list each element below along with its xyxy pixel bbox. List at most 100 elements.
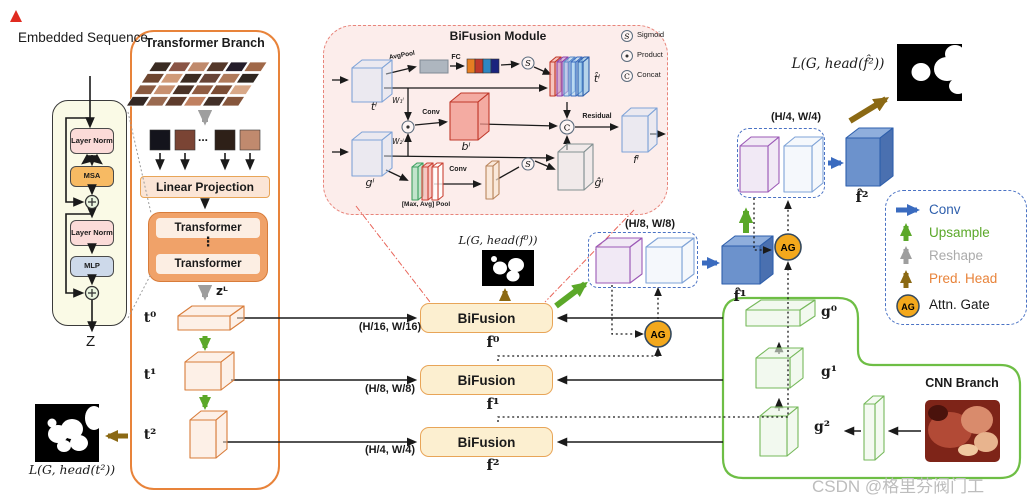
t0-label: t⁰ <box>143 310 157 326</box>
ti-label: tⁱ <box>370 100 378 113</box>
that-label: t̂ⁱ <box>593 72 601 85</box>
f1-label: f¹ <box>486 395 500 413</box>
h8-feature-dashed-box <box>588 232 698 288</box>
module-ti-cube <box>351 59 393 103</box>
w1-label: W₁ⁱ <box>392 96 404 105</box>
linear-projection-box: Linear Projection <box>140 176 270 198</box>
vit-zoom-connectors <box>127 111 152 319</box>
t2-label: t² <box>143 427 157 443</box>
legend-box <box>885 190 1027 325</box>
bifusion-label-1: BiFusion <box>457 372 516 388</box>
module-arrows <box>332 60 666 188</box>
mask-f0-image <box>482 250 534 286</box>
bi-label: bⁱ <box>461 140 471 153</box>
module-fi-cube <box>621 107 658 153</box>
size-label-h16: (H/16, W/16) <box>358 321 422 333</box>
loss-f2hat-label: L(G, head(f̂²)) <box>791 56 885 72</box>
patch-arrows <box>155 153 255 210</box>
layer-norm1-box: Layer Norm <box>70 128 114 154</box>
t1-cube <box>184 351 235 391</box>
concat-letter: C <box>564 124 571 134</box>
linear-projection-label: Linear Projection <box>155 180 255 194</box>
module-bi-cube <box>449 92 490 141</box>
g2-label: g² <box>814 419 830 435</box>
module-ghat-cube <box>557 143 594 191</box>
size-label-h8: (H/8, W/8) <box>364 383 416 395</box>
gi-label: gⁱ <box>365 176 375 189</box>
patch-row <box>149 129 261 151</box>
transformer-stack-dots: ⋮ <box>201 234 215 249</box>
legend-concat-letter: C <box>624 72 630 81</box>
cnn-stem-slab <box>863 395 885 461</box>
fc-label: FC <box>451 54 461 61</box>
bifusion-box-0: BiFusion <box>420 303 553 333</box>
t0-cube <box>177 305 245 331</box>
fhat2-cube <box>845 127 894 187</box>
h8-size-label: (H/8, W/8) <box>624 218 676 230</box>
pred-head-f2hat <box>848 96 890 124</box>
h4-size-label: (H/4, W/4) <box>770 111 822 123</box>
transformer2-label: Transformer <box>174 258 242 270</box>
ag2-label: AG <box>781 243 796 254</box>
feature-lines <box>223 313 921 447</box>
sigmoid2-letter: S <box>525 160 531 169</box>
legend-ag-node: AG <box>896 294 920 318</box>
h8-purple-cube <box>595 237 643 284</box>
embedded-sequence-label: Embedded Sequence <box>18 30 148 45</box>
conv-slice <box>485 160 500 200</box>
h4-blue-cube <box>783 136 824 193</box>
bifusion-box-1: BiFusion <box>420 365 553 395</box>
loss-f0-label: L(G, head(f⁰)) <box>458 233 538 247</box>
module-legend-product: Product <box>637 50 663 59</box>
transformer2-box: Transformer <box>156 254 260 274</box>
avgpool-block <box>419 59 449 74</box>
bifusion-label-2: BiFusion <box>457 434 516 450</box>
g0-cube <box>745 299 816 327</box>
zl-label: zᴸ <box>216 284 228 298</box>
layer-norm2-label: Layer Norm <box>71 227 113 237</box>
legend-ag-letter: AG <box>901 302 915 312</box>
bifusion-label-0: BiFusion <box>457 310 516 326</box>
fc-bar <box>466 58 500 74</box>
that-slice-5 <box>577 56 590 97</box>
legend-pred-head-label: Pred. Head <box>929 271 998 286</box>
mlp-label: MLP <box>84 261 100 271</box>
t2-cube <box>189 410 228 459</box>
fhat1-label: f̂¹ <box>733 287 747 305</box>
patch-ellipsis: ... <box>197 130 209 144</box>
h4-purple-cube <box>739 136 780 193</box>
vit-add-circles <box>84 194 100 301</box>
csdn-watermark: CSDN @格里芬阀门工 <box>812 477 985 496</box>
h8-blue-cube <box>645 237 695 284</box>
w2-label: W₂ⁱ <box>392 137 404 146</box>
maxavg-pool-label: [Max, Avg] Pool <box>401 201 451 208</box>
module-zoom-connectors <box>355 205 635 303</box>
sigmoid1-letter: S <box>525 59 531 68</box>
endoscopy-image <box>925 400 1000 462</box>
residual-label: Residual <box>582 113 612 120</box>
transformer1-label: Transformer <box>174 222 242 234</box>
g1-label: g¹ <box>821 364 837 380</box>
conv2-label: Conv <box>449 166 467 173</box>
g2-cube <box>759 406 799 457</box>
legend-sigmoid-letter: S <box>624 32 629 41</box>
module-legend-sigmoid: Sigmoid <box>637 30 665 39</box>
upsample-f0 <box>554 281 588 309</box>
ag1-label: AG <box>651 330 666 341</box>
patch-plane <box>125 61 268 107</box>
conv1-label: Conv <box>422 109 440 116</box>
layer-norm2-box: Layer Norm <box>70 220 114 246</box>
module-gi-cube <box>351 131 393 177</box>
bifusion-box-2: BiFusion <box>420 427 553 457</box>
red-triangle-icon <box>10 10 22 22</box>
bifusion-module-title: BiFusion Module <box>449 29 547 43</box>
thick-arrows <box>105 96 920 443</box>
layer-norm1-label: Layer Norm <box>71 135 113 145</box>
mask-f2hat-image <box>897 44 962 101</box>
size-label-h4: (H/4, W/4) <box>364 444 416 456</box>
cnn-branch-title: CNN Branch <box>925 376 999 390</box>
fhat2-label: f̂² <box>855 188 869 206</box>
module-operator-circles: S S C S C <box>401 30 633 171</box>
